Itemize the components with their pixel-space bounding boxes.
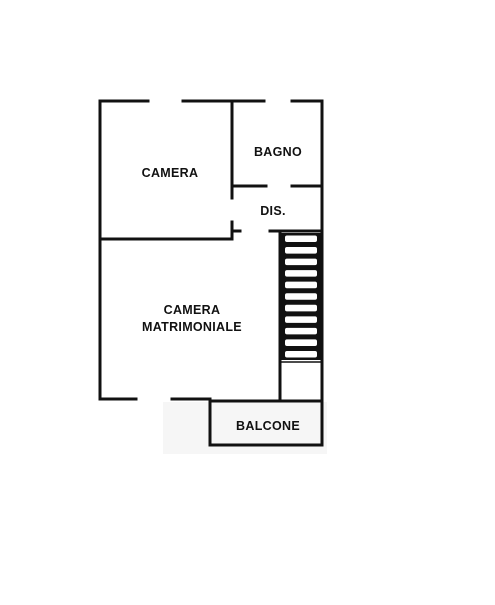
stair-step — [285, 304, 317, 312]
stair-step — [285, 247, 317, 254]
stair-step — [285, 293, 317, 300]
stair-step — [285, 339, 317, 346]
room-label-camera: CAMERA — [142, 166, 199, 180]
walls — [98, 99, 324, 447]
room-label-camera-matrimoniale-line1: CAMERA — [164, 303, 221, 317]
stair-step — [285, 350, 317, 358]
room-label-bagno: BAGNO — [254, 145, 302, 159]
stair-step — [285, 270, 317, 277]
stair-step — [285, 281, 317, 289]
room-label-balcone: BALCONE — [236, 419, 300, 433]
stair-step — [285, 316, 317, 323]
room-label-dis: DIS. — [260, 204, 286, 218]
staircase — [281, 233, 321, 360]
stair-step — [285, 258, 317, 266]
stair-step — [285, 327, 317, 335]
stair-step — [285, 235, 317, 243]
room-label-camera-matrimoniale-line2: MATRIMONIALE — [142, 320, 242, 334]
